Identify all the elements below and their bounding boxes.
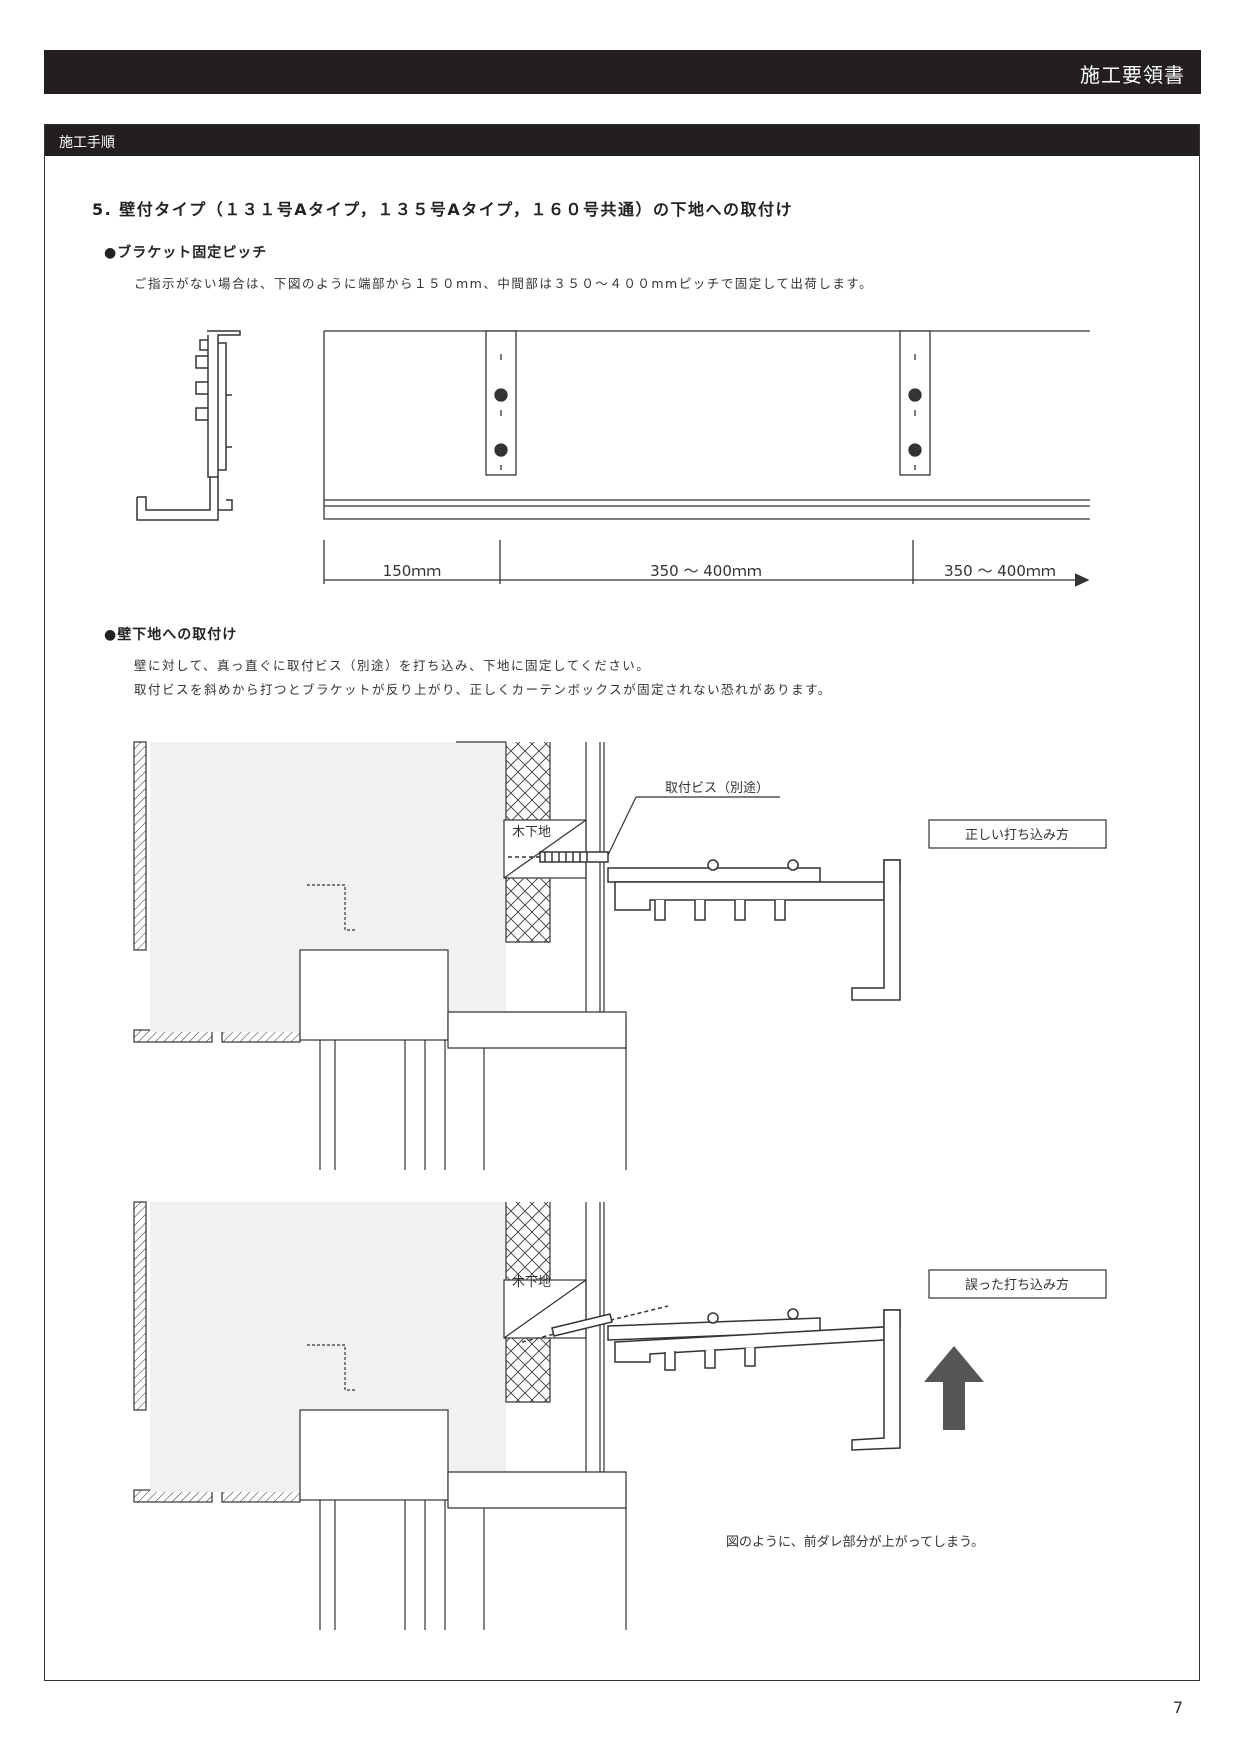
bracket-side-profile	[136, 330, 241, 521]
bracket-profile-2	[607, 1308, 901, 1451]
wood-label-1: 木下地	[512, 825, 551, 840]
bracket-pitch-figure: 150ｍｍ 350 ～ 400ｍｍ 350 ～ 400ｍｍ	[136, 330, 1090, 587]
caption-2: 誤った打ち込み方	[965, 1277, 1069, 1293]
page-number: 7	[1172, 1698, 1183, 1717]
section-label: 施工手順	[59, 135, 115, 151]
content-frame: 施工手順	[44, 124, 1200, 1681]
dim-label-1: 150ｍｍ	[383, 562, 442, 580]
wood-label-2: 木下地	[512, 1275, 551, 1290]
pitch-dimension-line	[323, 540, 1090, 587]
mount-subtitle: ●壁下地への取付け	[104, 627, 238, 643]
up-arrow-icon	[924, 1346, 984, 1430]
pitch-subtitle: ●ブラケット固定ピッチ	[104, 245, 268, 261]
dim-label-2: 350 ～ 400ｍｍ	[650, 562, 762, 580]
leader-line-screw	[607, 796, 780, 856]
correct-install-figure: 取付ビス（別途） 木下地 正しい打ち込み方	[133, 741, 1107, 1170]
bracket-profile-1	[607, 859, 901, 1001]
document-header-bar: 施工要領書	[44, 50, 1201, 94]
step-heading: 5. 壁付タイプ（１３１号Aタイプ，１３５号Aタイプ，１６０号共通）の下地への取…	[92, 200, 793, 219]
section-bar: 施工手順	[45, 125, 1199, 156]
cover-front-elevation	[323, 330, 1090, 520]
screw-2	[521, 1305, 669, 1343]
dim-label-3: 350 ～ 400ｍｍ	[944, 562, 1056, 580]
caption-box-2	[928, 1269, 1107, 1299]
mount-description-1: 壁に対して、真っ直ぐに取付ビス（別途）を打ち込み、下地に固定してください。	[134, 658, 651, 673]
caption-box-1	[928, 819, 1107, 849]
wrong-note: 図のように、前ダレ部分が上がってしまう。	[726, 1534, 984, 1550]
screw-1	[508, 851, 609, 863]
pitch-description: ご指示がない場合は、下図のように端部から１５０mm、中間部は３５０～４００mmピ…	[134, 276, 874, 291]
caption-1: 正しい打ち込み方	[965, 827, 1069, 843]
mount-description-2: 取付ビスを斜めから打つとブラケットが反り上がり、正しくカーテンボックスが固定され…	[134, 682, 832, 697]
screw-label: 取付ビス（別途）	[665, 780, 769, 796]
wrong-install-figure: 木下地 誤った打ち込み方 図のように、前ダレ部分が上がってしまう。	[133, 1201, 1107, 1630]
document-title: 施工要領書	[1080, 63, 1185, 87]
